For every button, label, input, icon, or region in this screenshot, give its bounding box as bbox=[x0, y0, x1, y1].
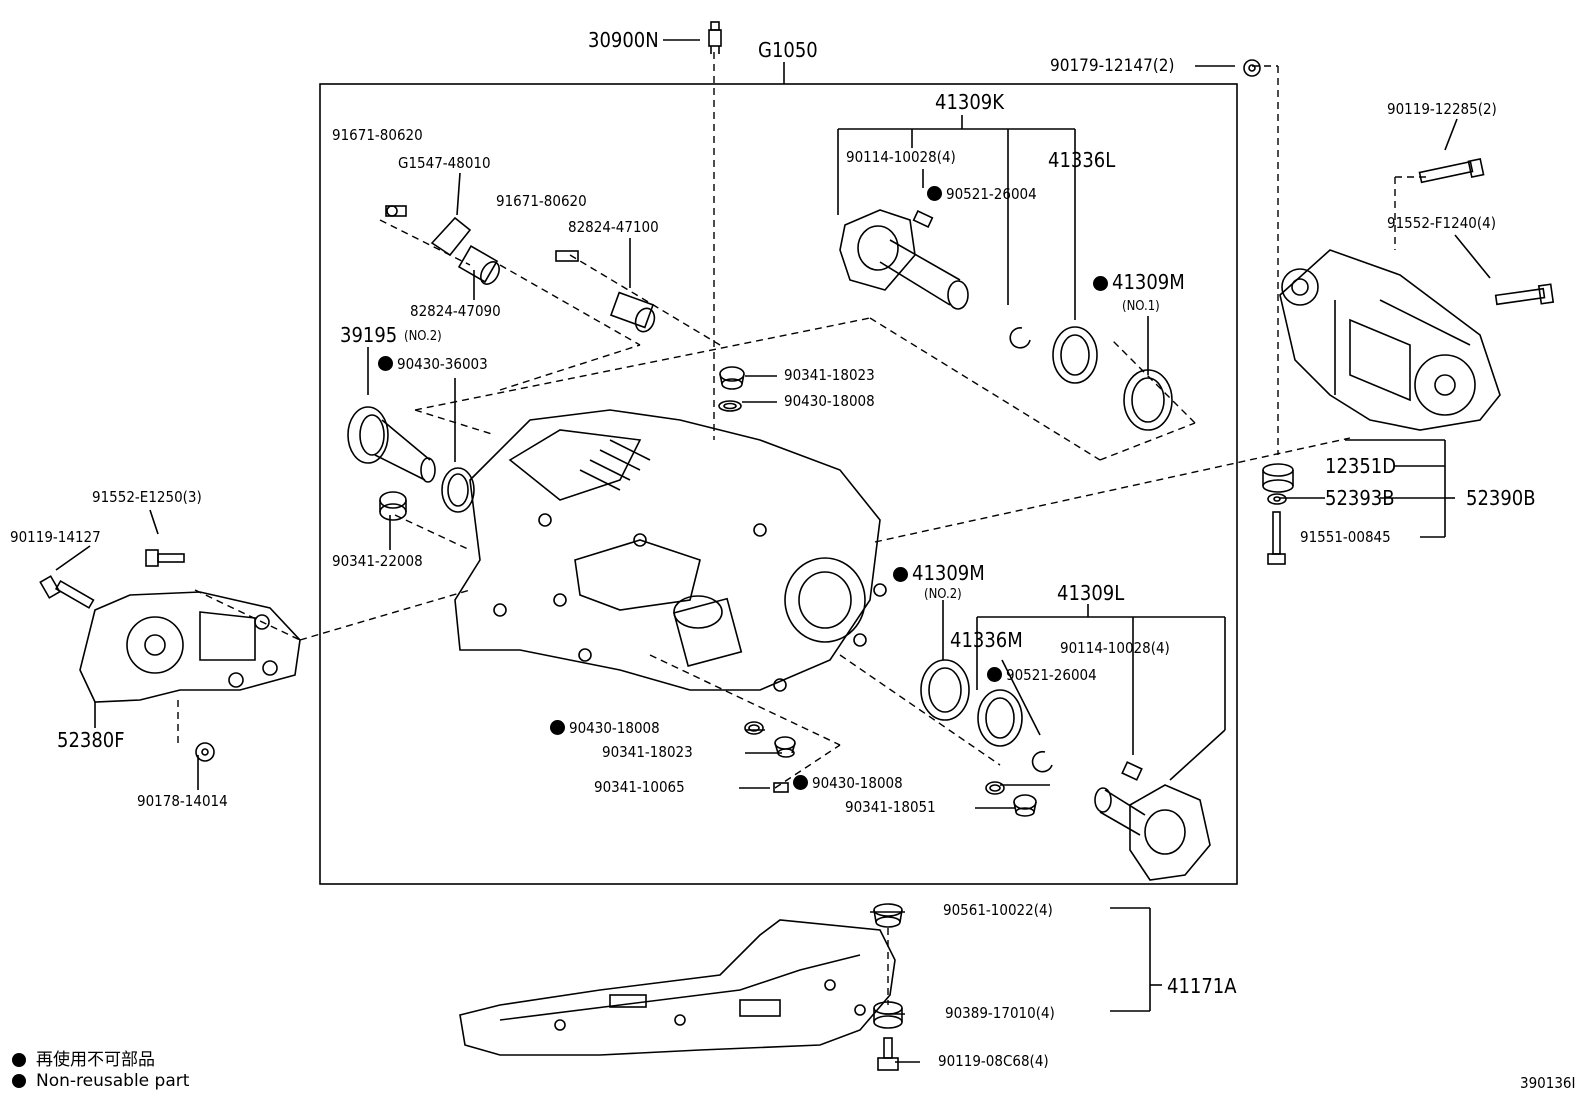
seal-41309M-no2 bbox=[920, 659, 970, 721]
label-90114-10028-b: 90114-10028(4) bbox=[1060, 639, 1170, 657]
output-flange-41309L bbox=[1094, 784, 1211, 881]
bushing-12351D bbox=[1262, 463, 1294, 493]
transfer-case-housing bbox=[454, 409, 887, 692]
label-90179-12147: 90179-12147(2) bbox=[1050, 56, 1175, 76]
bolt-91552-F1240 bbox=[1494, 283, 1555, 306]
label-41309L: 41309L bbox=[1057, 581, 1125, 605]
bolt-90114-10028-b bbox=[1121, 761, 1143, 781]
label-90119-08C68: 90119-08C68(4) bbox=[938, 1052, 1049, 1070]
gasket-90430-18008-a bbox=[718, 400, 742, 412]
bracket-G1547-48010 bbox=[385, 205, 472, 257]
oil-seal-90430-36003 bbox=[441, 467, 475, 513]
label-G1547-48010: G1547-48010 bbox=[398, 154, 491, 172]
non-reusable-dot-icon bbox=[12, 1074, 26, 1088]
label-90389-17010: 90389-17010(4) bbox=[945, 1004, 1055, 1022]
label-90178-14014: 90178-14014 bbox=[137, 792, 228, 810]
plug-90341-22008 bbox=[379, 491, 407, 521]
label-52390B: 52390B bbox=[1466, 486, 1536, 510]
label-90341-22008: 90341-22008 bbox=[332, 552, 423, 570]
label-41336L: 41336L bbox=[1048, 148, 1116, 172]
bolt-90119-14127 bbox=[39, 575, 95, 609]
rear-mount-52390B bbox=[1279, 249, 1501, 431]
front-mount-52380F bbox=[79, 591, 301, 703]
label-12351D: 12351D bbox=[1325, 454, 1397, 478]
nut-90179-12147 bbox=[1243, 59, 1261, 77]
plug-90341-18023-b bbox=[774, 736, 796, 758]
label-41171A: 41171A bbox=[1167, 974, 1237, 998]
sensor-82824-47090 bbox=[457, 245, 500, 285]
label-91552-F1240: 91552-F1240(4) bbox=[1387, 214, 1497, 232]
seal-41309M-no1 bbox=[1123, 369, 1173, 431]
label-90341-18023-a: 90341-18023 bbox=[784, 366, 875, 384]
label-41309M-no1-sub: (NO.1) bbox=[1122, 299, 1160, 314]
label-30900N: 30900N bbox=[588, 28, 659, 52]
nut-90178-14014 bbox=[195, 742, 215, 762]
label-41309M-no2-sub: (NO.2) bbox=[924, 587, 962, 602]
label-90561-10022: 90561-10022(4) bbox=[943, 901, 1053, 919]
bolt-90119-08C68 bbox=[877, 1037, 899, 1071]
label-90521-26004-b: 90521-26004 bbox=[987, 667, 1097, 683]
bolt-90119-12285 bbox=[1418, 157, 1485, 184]
label-41309M-no2: 41309M bbox=[893, 563, 985, 583]
seal-41336L bbox=[1052, 326, 1098, 384]
gasket-90430-18008-c bbox=[985, 781, 1005, 795]
snap-ring-90521-26004-b bbox=[1031, 750, 1053, 773]
label-39195: 39195 bbox=[340, 323, 398, 347]
label-91551-00845: 91551-00845 bbox=[1300, 528, 1391, 546]
bushing-90389-17010 bbox=[873, 1001, 903, 1029]
plug-90341-18023-a bbox=[719, 366, 745, 390]
label-82824-47090: 82824-47090 bbox=[410, 302, 501, 320]
label-90430-18008-a: 90430-18008 bbox=[784, 392, 875, 410]
legend-japanese: 再使用不可部品 bbox=[12, 1045, 155, 1070]
bolt-90114-10028-a bbox=[912, 210, 934, 228]
label-90119-12285: 90119-12285(2) bbox=[1387, 100, 1497, 118]
figure-id: 390136I bbox=[1520, 1074, 1576, 1092]
plug-30900N bbox=[708, 21, 722, 54]
plug-90341-10065 bbox=[773, 782, 789, 793]
plug-90341-18051 bbox=[1013, 794, 1037, 817]
label-90430-18008-b: 90430-18008 bbox=[550, 720, 660, 736]
label-90341-18051: 90341-18051 bbox=[845, 798, 936, 816]
bolt-91551-00845 bbox=[1267, 511, 1286, 565]
seal-41336M bbox=[977, 689, 1023, 747]
label-52380F: 52380F bbox=[57, 728, 125, 752]
label-52393B: 52393B bbox=[1325, 486, 1395, 510]
label-91671-80620-a: 91671-80620 bbox=[332, 126, 423, 144]
label-90341-18023-b: 90341-18023 bbox=[602, 743, 693, 761]
legend-english: Non-reusable part bbox=[12, 1071, 189, 1091]
label-41309K: 41309K bbox=[935, 90, 1005, 114]
bushing-90561-10022 bbox=[873, 903, 903, 928]
shaft-39195 bbox=[347, 406, 436, 483]
washer-52393B bbox=[1267, 493, 1287, 505]
bolt-91671-80620-b bbox=[555, 250, 579, 262]
label-G1050: G1050 bbox=[758, 38, 818, 62]
output-flange-41309K bbox=[839, 209, 969, 310]
label-82824-47100: 82824-47100 bbox=[568, 218, 659, 236]
label-90430-36003: 90430-36003 bbox=[378, 356, 488, 372]
sensor-82824-47100 bbox=[609, 291, 656, 333]
assembly-frame bbox=[319, 83, 1238, 885]
label-39195-sub: (NO.2) bbox=[404, 329, 442, 344]
label-90114-10028-a: 90114-10028(4) bbox=[846, 148, 956, 166]
label-90430-18008-c: 90430-18008 bbox=[793, 775, 903, 791]
label-90521-26004-a: 90521-26004 bbox=[927, 186, 1037, 202]
under-plate-41171A bbox=[459, 919, 896, 1056]
label-41309M-no1: 41309M bbox=[1093, 272, 1185, 292]
gasket-90430-18008-b bbox=[744, 721, 764, 735]
label-91671-80620-b: 91671-80620 bbox=[496, 192, 587, 210]
non-reusable-dot-icon bbox=[12, 1053, 26, 1067]
snap-ring-90521-26004-a bbox=[1009, 327, 1031, 349]
bolt-91552-E1250 bbox=[145, 549, 185, 567]
label-91552-E1250: 91552-E1250(3) bbox=[92, 488, 202, 506]
label-90341-10065: 90341-10065 bbox=[594, 778, 685, 796]
label-41336M: 41336M bbox=[950, 628, 1023, 652]
label-90119-14127: 90119-14127 bbox=[10, 528, 101, 546]
